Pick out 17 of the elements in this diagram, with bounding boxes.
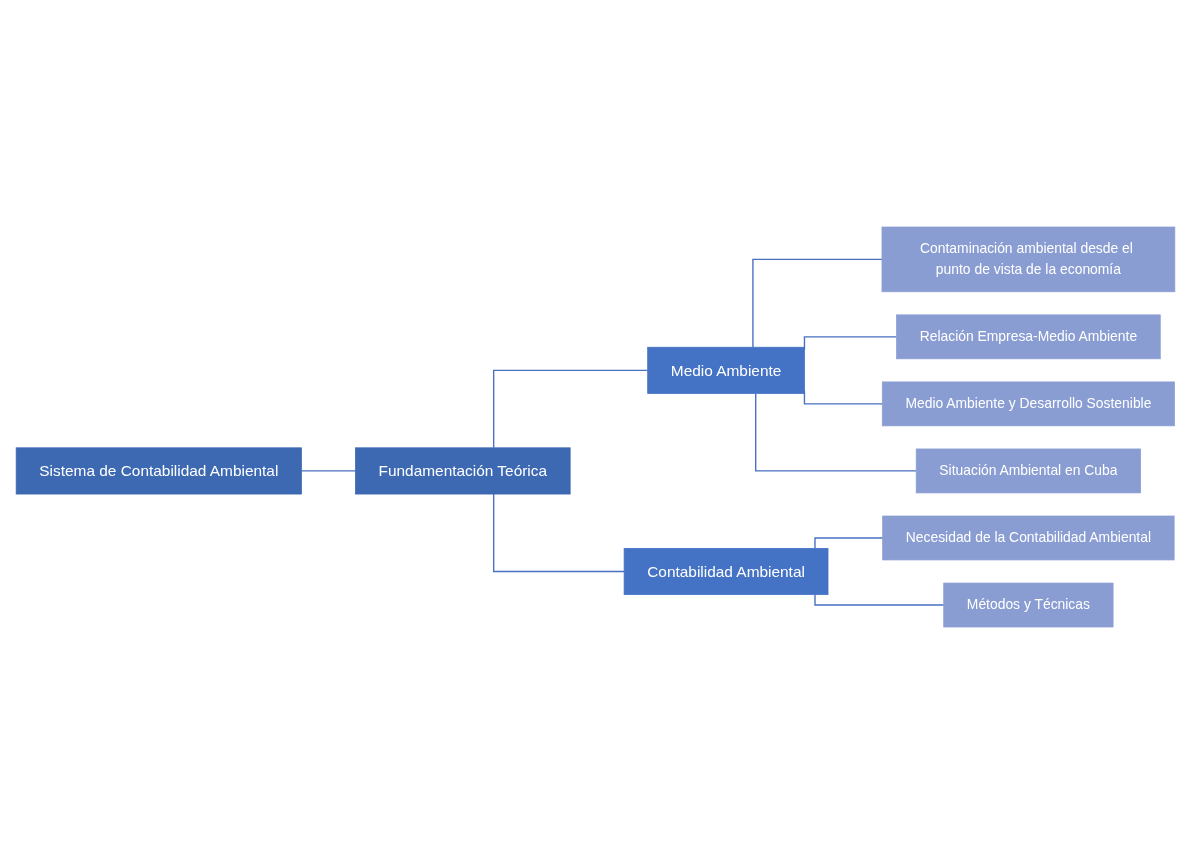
node-box: Medio Ambiente: [647, 346, 805, 394]
node-box: Sistema de Contabilidad Ambiental: [15, 447, 302, 495]
node-box: Medio Ambiente y Desarrollo Sostenible: [881, 381, 1175, 427]
connector: [814, 537, 884, 550]
connector: [752, 258, 883, 348]
node-box: Situación Ambiental en Cuba: [915, 448, 1141, 494]
connector: [814, 593, 945, 606]
connector: [492, 369, 649, 449]
connector: [755, 392, 917, 472]
node-box: Contabilidad Ambiental: [623, 548, 829, 595]
node-box: Relación Empresa-Medio Ambiente: [896, 314, 1161, 360]
node-box: Métodos y Técnicas: [943, 582, 1114, 628]
connector: [300, 470, 357, 472]
node-box: Necesidad de la Contabilidad Ambiental: [882, 515, 1175, 561]
node-box: Contaminación ambiental desde el punto de vista de la economía: [881, 226, 1176, 293]
connector: [492, 493, 625, 573]
node-box: Fundamentación Teórica: [355, 447, 571, 495]
